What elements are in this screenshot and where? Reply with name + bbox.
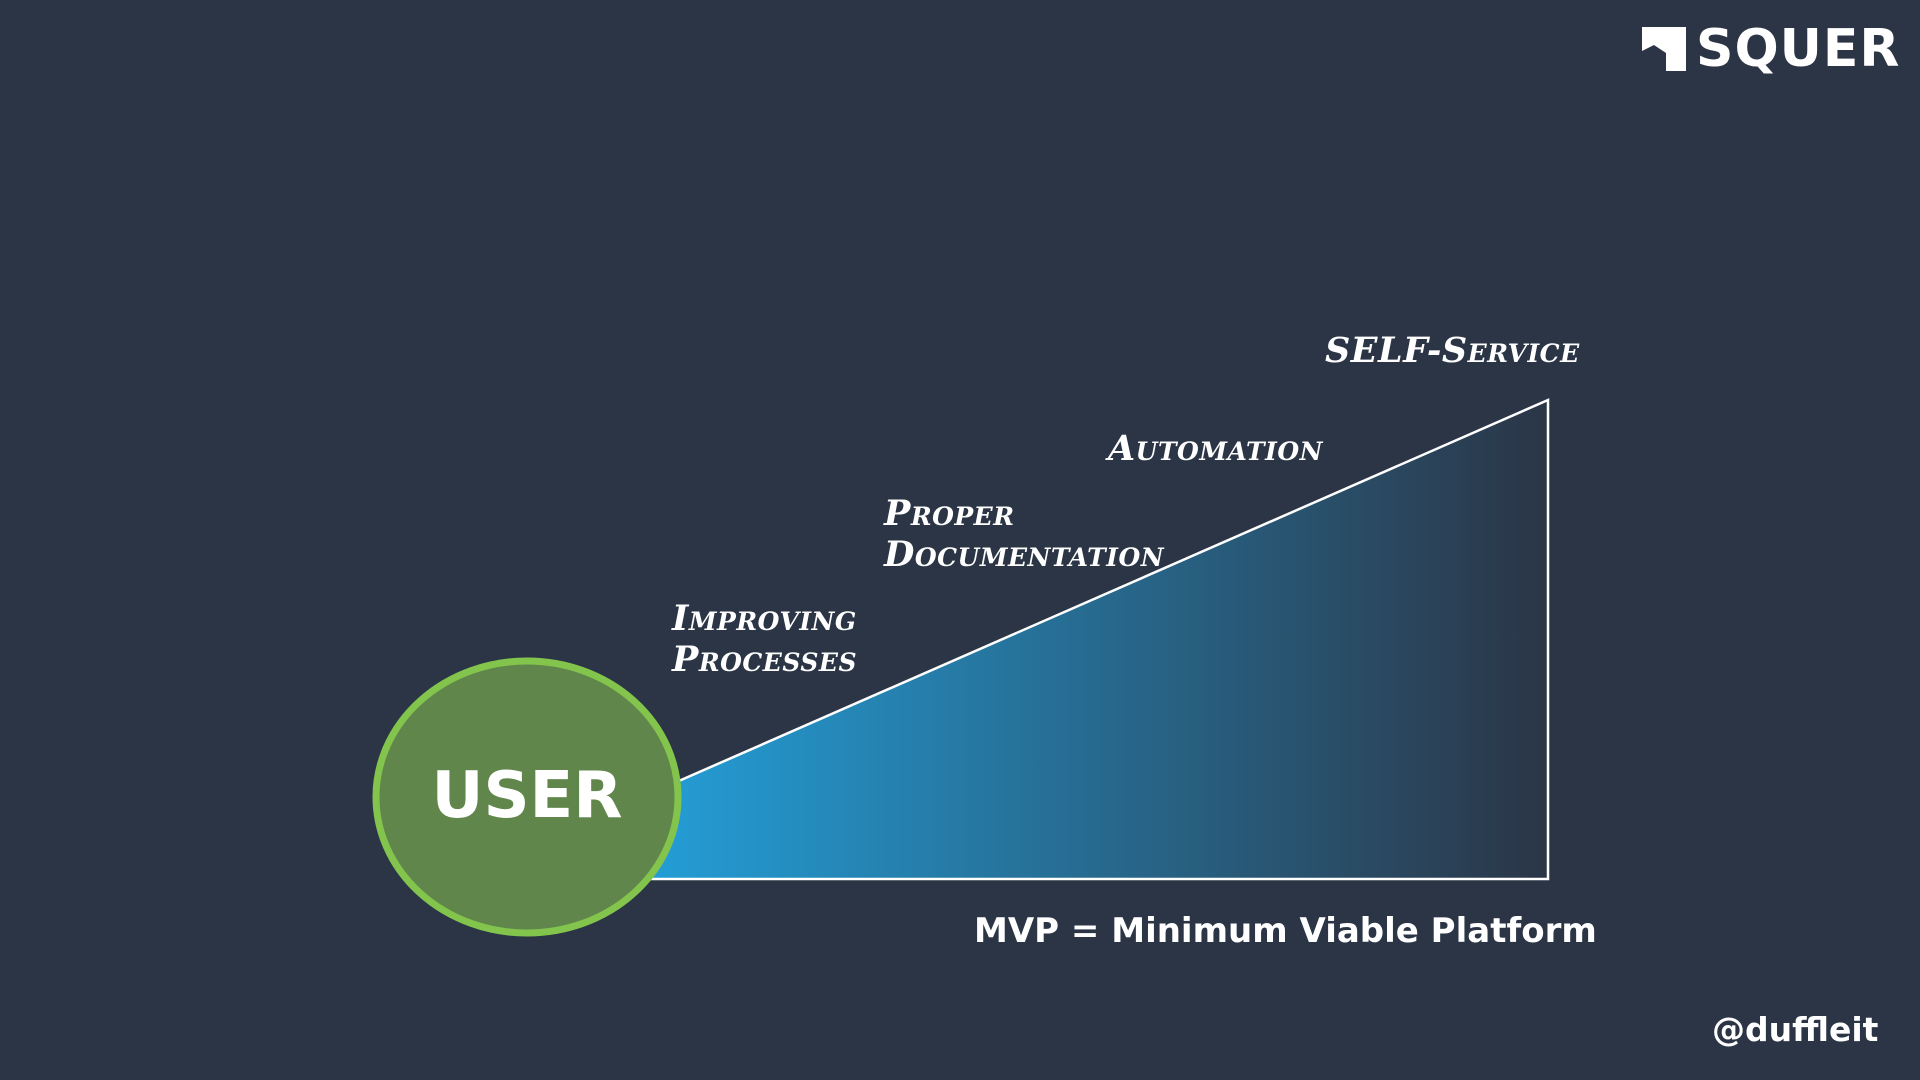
stage-label-line: Proper: [884, 493, 1015, 534]
stage-label-line: Automation: [1108, 428, 1323, 469]
mvp-caption: MVP = Minimum Viable Platform: [974, 911, 1597, 951]
author-handle: @duffleit: [1712, 1010, 1879, 1049]
stage-label-line: SELF-Service: [1325, 330, 1580, 371]
stage-label-line: Documentation: [884, 534, 1165, 575]
stage-label-line: Improving: [672, 598, 857, 639]
growth-wedge-outline: [639, 398, 1550, 881]
user-node: USER: [372, 657, 682, 937]
stage-label-self-service: SELF-Service: [1325, 330, 1580, 371]
stage-label-automation: Automation: [1108, 428, 1323, 469]
stage-label-improving-processes: Improving Processes: [672, 598, 857, 680]
user-label: USER: [431, 759, 622, 833]
logo-text: SQUER: [1696, 19, 1901, 79]
stage-label-line: Processes: [672, 639, 857, 680]
squer-logo: SQUER: [1642, 19, 1901, 79]
stage-label-proper-documentation: Proper Documentation: [884, 493, 1164, 575]
user-circle: [372, 657, 682, 937]
growth-wedge: [640, 400, 1548, 879]
squer-logo-mark-icon: [1642, 27, 1686, 71]
